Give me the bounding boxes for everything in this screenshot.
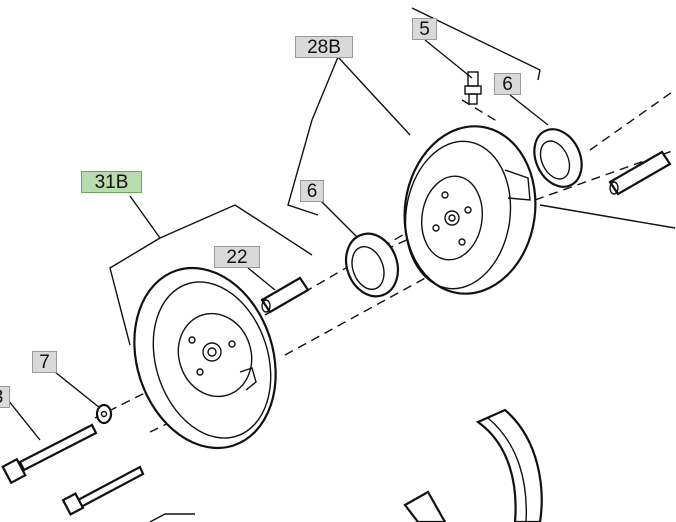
- pulley-31b: [133, 266, 277, 450]
- bolt-lower: [61, 465, 195, 522]
- pulley-28b: [403, 125, 537, 295]
- callout-3[interactable]: 3: [0, 386, 10, 408]
- belt-section: [403, 408, 543, 522]
- bearing-6-middle: [344, 232, 400, 298]
- callout-7[interactable]: 7: [32, 351, 57, 373]
- bearing-6-upper: [533, 128, 583, 188]
- callout-22[interactable]: 22: [214, 246, 260, 268]
- callout-6-upper[interactable]: 6: [494, 73, 521, 95]
- leader-lines: [7, 7, 676, 441]
- pin-22: [260, 276, 310, 314]
- callout-31b[interactable]: 31B: [81, 171, 142, 193]
- callout-6-middle[interactable]: 6: [300, 180, 324, 202]
- bolt-upper: [1, 423, 98, 485]
- grease-fitting-5: [464, 71, 482, 105]
- callout-28b[interactable]: 28B: [295, 36, 353, 58]
- washer-7: [95, 403, 113, 425]
- pin-right: [608, 150, 672, 196]
- callout-5[interactable]: 5: [412, 18, 437, 40]
